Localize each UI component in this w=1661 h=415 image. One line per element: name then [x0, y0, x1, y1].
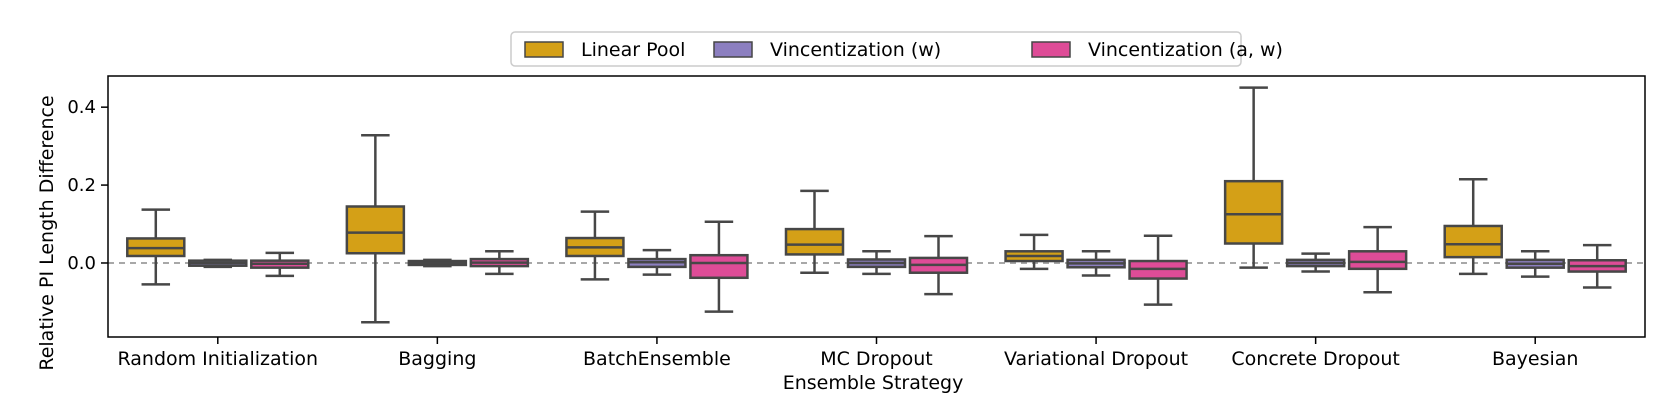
- legend-label-0: Linear Pool: [581, 39, 685, 61]
- box-1-3: [846, 250, 907, 276]
- x-axis-label: Ensemble Strategy: [783, 372, 964, 394]
- x-tick-label: Variational Dropout: [1004, 348, 1188, 370]
- box-1-4: [1066, 250, 1126, 277]
- box-0-6: [1443, 177, 1503, 276]
- x-tick-label: Bayesian: [1492, 348, 1578, 370]
- box-2-0: [250, 251, 310, 278]
- y-tick-label: 0.2: [67, 175, 96, 196]
- box-iqr: [689, 253, 749, 280]
- box-1-2: [627, 248, 687, 276]
- legend-swatch-2: [1031, 41, 1071, 58]
- legend-swatch-1: [713, 41, 753, 58]
- box-1-0: [188, 258, 248, 269]
- legend-label-1: Vincentization (w): [770, 39, 941, 61]
- y-tick-label: 0.4: [67, 97, 96, 118]
- box-2-4: [1128, 234, 1188, 306]
- x-tick-label: BatchEnsemble: [583, 348, 731, 370]
- y-axis-label: Relative PI Length Difference: [36, 95, 58, 370]
- plot-area: [107, 75, 1646, 338]
- box-1-1: [407, 258, 468, 268]
- box-iqr: [345, 205, 406, 255]
- x-axis: Random Initialization Bagging BatchEnsembl…: [117, 337, 1578, 370]
- box-2-6: [1567, 243, 1627, 289]
- legend: Linear Pool Vincentization (w) Vincentizat…: [510, 31, 1283, 67]
- x-tick-label: MC Dropout: [820, 348, 933, 370]
- box-2-3: [908, 234, 969, 296]
- box-2-5: [1347, 225, 1408, 294]
- x-tick-label: Concrete Dropout: [1231, 348, 1399, 370]
- box-1-6: [1505, 250, 1565, 278]
- legend-label-2: Vincentization (a, w): [1088, 39, 1283, 61]
- box-0-0: [126, 208, 186, 286]
- y-axis: 0.0 0.2 0.4: [67, 97, 108, 274]
- box-iqr: [1347, 250, 1408, 271]
- x-tick-label: Bagging: [398, 348, 476, 370]
- box-0-5: [1223, 86, 1284, 269]
- box-0-3: [784, 189, 845, 274]
- box-2-2: [689, 220, 749, 313]
- box-0-4: [1004, 233, 1064, 271]
- legend-swatch-0: [524, 41, 564, 58]
- box-0-2: [565, 210, 625, 281]
- box-2-1: [469, 250, 530, 276]
- y-tick-label: 0.0: [67, 253, 96, 274]
- box-1-5: [1285, 252, 1346, 273]
- x-tick-label: Random Initialization: [117, 348, 318, 370]
- box-iqr: [784, 227, 845, 256]
- box-iqr: [1223, 179, 1284, 245]
- box-iqr: [1443, 224, 1503, 259]
- box-0-1: [345, 133, 406, 324]
- plot-frame: [107, 75, 1646, 338]
